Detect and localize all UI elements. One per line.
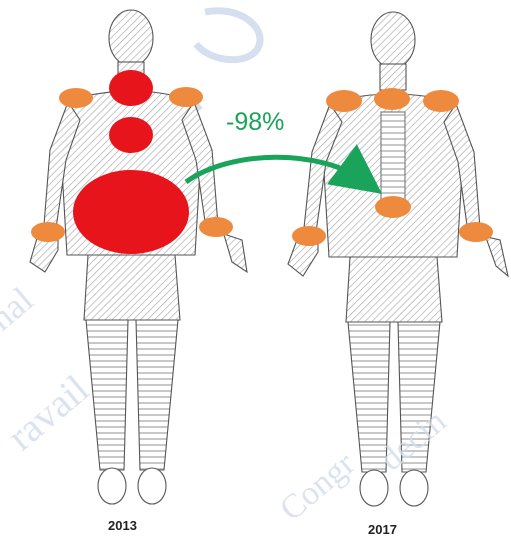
lower-back-marker-severe [73, 170, 189, 254]
left-elbow-marker [31, 222, 65, 242]
percent-change-label: -98% [226, 108, 284, 137]
svg-text:Congr: Congr [273, 445, 362, 528]
svg-text:nal: nal [0, 279, 41, 338]
neck-marker-severe [109, 70, 153, 106]
svg-text:ravail: ravail [0, 366, 97, 459]
right-shoulder-marker [423, 90, 459, 112]
left-elbow-marker [292, 226, 326, 246]
left-shoulder-marker [59, 88, 93, 108]
lower-back-marker [375, 196, 411, 218]
year-label-after: 2017 [368, 522, 397, 537]
year-label-before: 2013 [108, 518, 137, 533]
right-shoulder-marker [169, 87, 203, 107]
right-elbow-marker [459, 222, 493, 242]
neck-marker [374, 88, 410, 110]
left-shoulder-marker [326, 90, 362, 112]
upper-back-marker-severe [109, 117, 153, 153]
right-elbow-marker [199, 217, 233, 237]
